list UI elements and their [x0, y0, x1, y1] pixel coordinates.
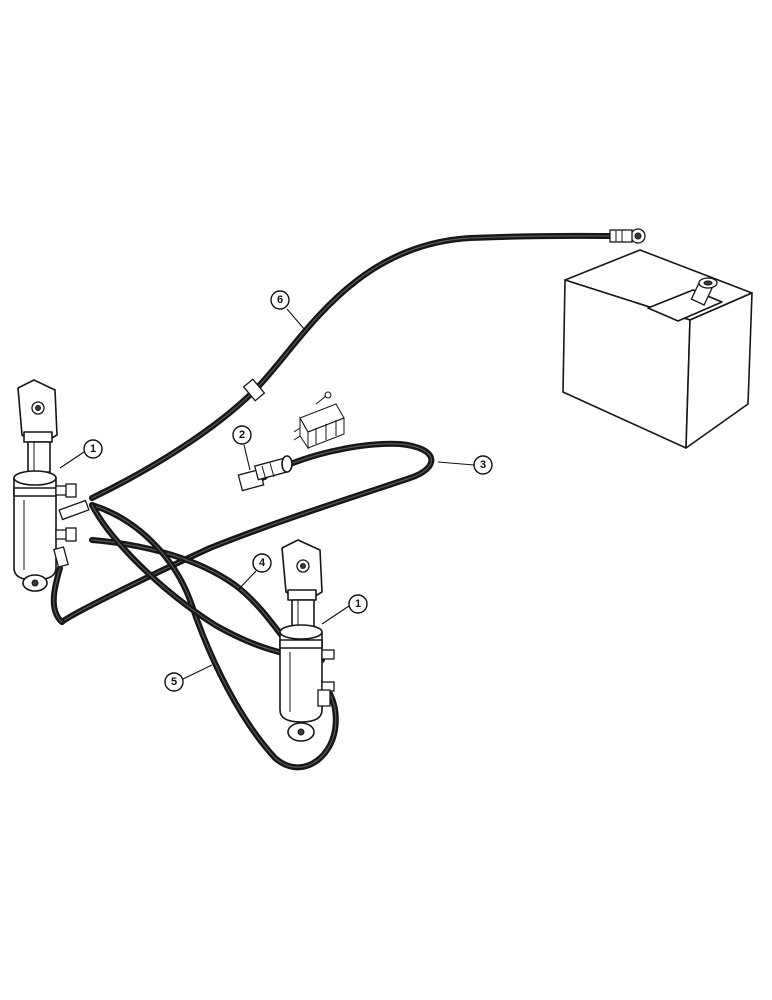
- hose-4: [89, 537, 288, 643]
- callout-label: 6: [277, 294, 283, 306]
- callout-6: 6: [270, 290, 306, 331]
- tank-return-port: [630, 228, 646, 244]
- callout-2: 2: [232, 425, 252, 471]
- hose-6: [89, 229, 633, 501]
- filler-neck: [690, 277, 718, 306]
- callout-3: 3: [437, 455, 493, 475]
- callout-4: 4: [237, 553, 272, 591]
- callout-1-right: 1: [321, 594, 368, 625]
- hydraulic-cylinder-right: [279, 539, 335, 742]
- callout-label: 4: [259, 557, 266, 569]
- callout-1-left: 1: [59, 439, 103, 469]
- hose-3: [50, 440, 435, 625]
- callout-label: 2: [239, 429, 245, 441]
- callout-label: 5: [171, 676, 177, 688]
- callout-label: 1: [355, 598, 361, 610]
- callout-label: 3: [480, 459, 486, 471]
- control-valve: [293, 391, 345, 450]
- hydraulic-cylinder-left: [13, 379, 90, 592]
- hydraulic-reservoir-tank: [562, 228, 753, 449]
- quick-coupler: [237, 455, 293, 492]
- callout-5: 5: [164, 664, 213, 692]
- callout-label: 1: [90, 443, 96, 455]
